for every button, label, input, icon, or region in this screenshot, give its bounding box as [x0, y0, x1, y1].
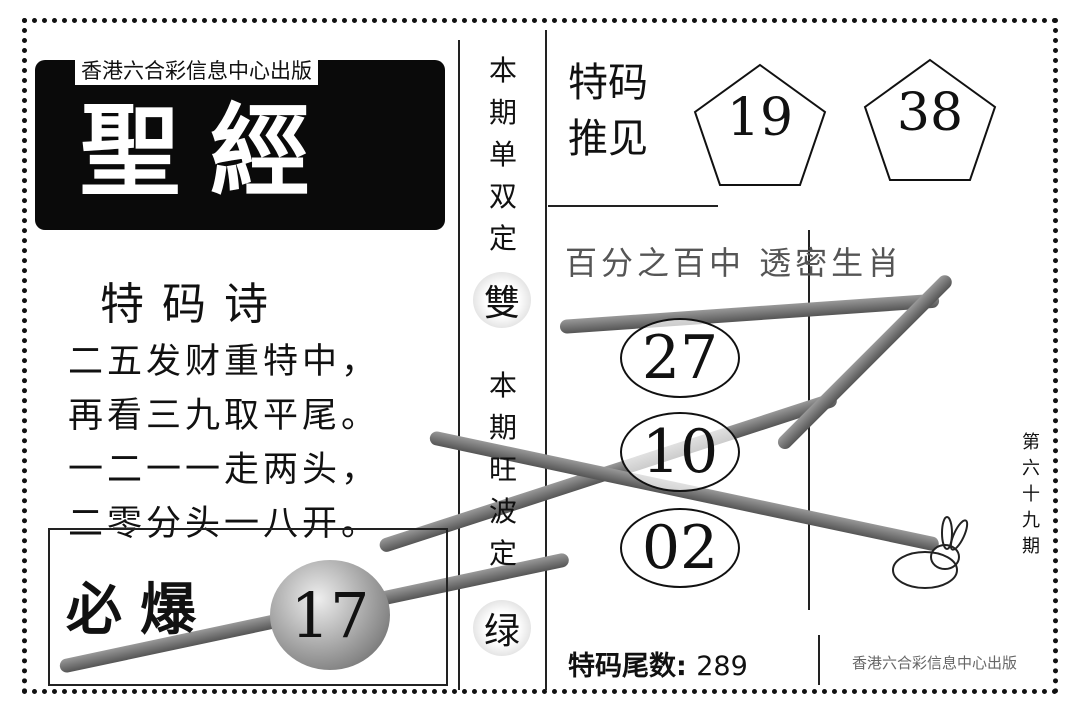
- bibao-number: 17: [270, 560, 390, 670]
- zodiac-slogan: 百分之百中 透密生肖: [565, 244, 904, 282]
- special-label-line: 特码: [568, 60, 648, 106]
- tail-value: 289: [696, 651, 748, 682]
- divider: [818, 635, 820, 685]
- odd-even-value: 雙: [473, 272, 531, 328]
- zodiac-number: 02: [620, 508, 740, 588]
- color-label: 本期旺波定: [488, 369, 517, 570]
- poem-line: 二五发财重特中，: [68, 342, 381, 382]
- divider: [458, 40, 460, 690]
- poem-line: 一二一一走两头，: [68, 450, 381, 490]
- poem-title: 特码诗: [100, 279, 286, 330]
- special-number: 19: [726, 88, 794, 148]
- dotted-border: [22, 18, 1058, 694]
- divider: [548, 205, 718, 207]
- special-number: 38: [896, 83, 964, 143]
- tail-label: 特码尾数:: [568, 651, 687, 682]
- zodiac-number: 10: [620, 412, 740, 492]
- odd-even-label: 本期单双定: [488, 54, 517, 255]
- tail-digits: 特码尾数: 289: [568, 644, 748, 683]
- bibao-box: [48, 528, 448, 686]
- poem-line: 再看三九取平尾。: [68, 396, 381, 436]
- rabbit-illustration: [885, 515, 975, 590]
- zodiac-number: 27: [620, 318, 740, 398]
- footer-publisher: 香港六合彩信息中心出版: [852, 654, 1018, 672]
- divider: [545, 30, 547, 690]
- poem-line: 二零分头一八开。: [68, 504, 381, 544]
- poem: 二五发财重特中， 再看三九取平尾。 一二一一走两头， 二零分头一八开。: [68, 335, 380, 551]
- special-number-pentagon: 38: [860, 55, 1000, 185]
- bibao-label: 必爆: [66, 578, 214, 643]
- special-number-pentagon: 19: [690, 60, 830, 190]
- title: 聖經: [80, 93, 340, 210]
- issue-number: 第六十九期: [1022, 432, 1040, 557]
- title-banner: [35, 60, 445, 230]
- color-value: 绿: [473, 600, 531, 656]
- publisher: 香港六合彩信息中心出版: [75, 55, 318, 85]
- special-label: 特码 推见: [568, 55, 668, 167]
- special-label-line: 推见: [568, 116, 648, 162]
